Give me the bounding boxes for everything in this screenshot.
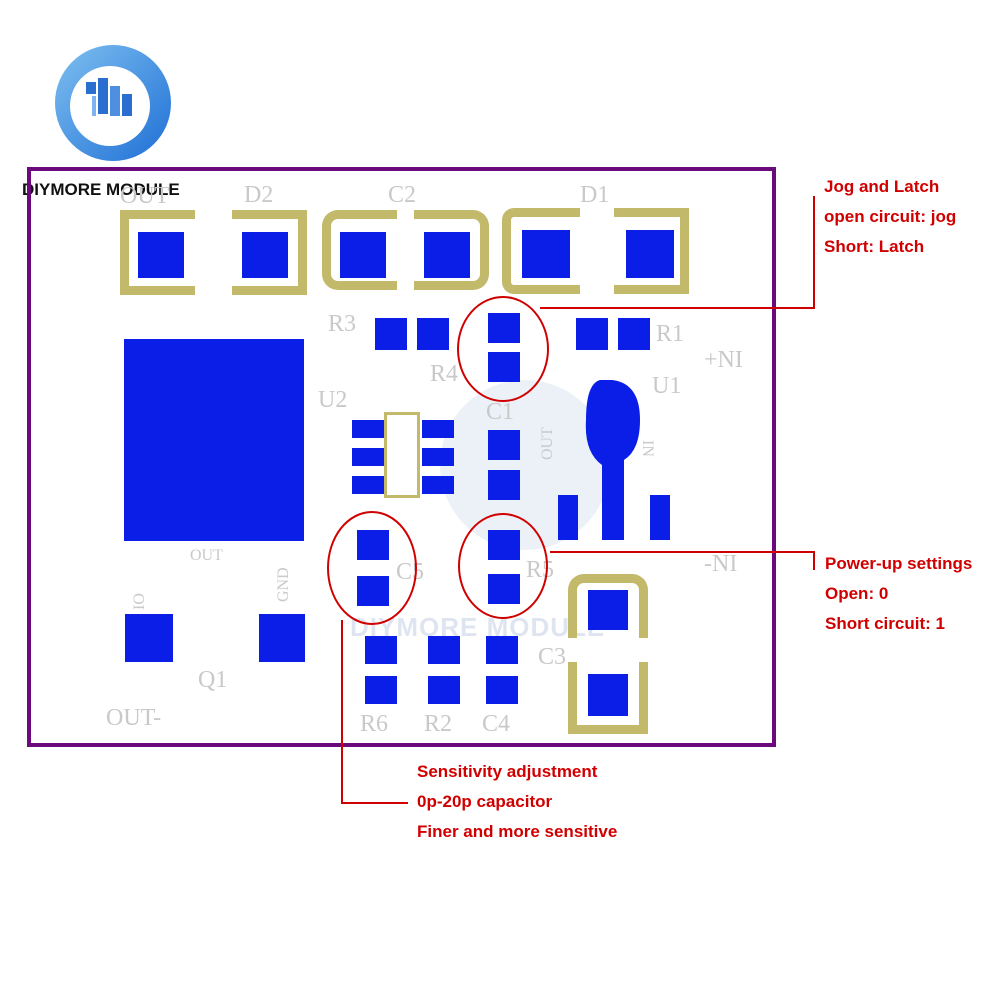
label-d2: D2 <box>244 182 274 208</box>
label-r2: R2 <box>424 711 453 737</box>
pad-r6-a <box>365 636 397 664</box>
label-in-plus: +NI <box>704 347 743 373</box>
pad-heatsink <box>124 339 304 541</box>
label-r3: R3 <box>328 311 357 337</box>
note-jog-latch-title: Jog and Latch <box>824 177 940 196</box>
pad-r5-b <box>488 574 520 604</box>
pad-r1-b <box>618 318 650 350</box>
pad-u2-l3 <box>352 476 384 494</box>
pad-u2-r1 <box>422 420 454 438</box>
note-jog-latch-open: open circuit: jog <box>824 207 957 226</box>
pad-c4-a <box>486 636 518 664</box>
pad-r5-a <box>488 530 520 560</box>
pad-r1-a <box>576 318 608 350</box>
note-power-up-short: Short circuit: 1 <box>825 614 945 633</box>
pad-c3-bottom <box>588 674 628 716</box>
pad-c5-b <box>357 576 389 606</box>
pad-frame-c2-left <box>322 210 397 290</box>
pad-c2-left <box>340 232 386 278</box>
pad-r6-b <box>365 676 397 704</box>
pad-r3-b <box>417 318 449 350</box>
pad-io <box>125 614 173 662</box>
label-c2: C2 <box>388 182 417 208</box>
label-c4: C4 <box>482 711 511 737</box>
highlight-circle-c5 <box>327 511 417 625</box>
pad-u1-right <box>650 495 670 540</box>
note-sensitivity-title: Sensitivity adjustment <box>417 762 598 781</box>
pad-c1-a <box>488 430 520 460</box>
u1-pad <box>585 380 640 540</box>
pad-u2-l2 <box>352 448 384 466</box>
label-c5: C5 <box>396 559 425 585</box>
pad-frame-d2 <box>232 210 307 295</box>
note-sensitivity-detail: Finer and more sensitive <box>417 822 618 841</box>
leader-line-jog-latch <box>540 196 815 309</box>
pad-r4-b <box>488 352 520 382</box>
pad-u2-r2 <box>422 448 454 466</box>
pad-gnd <box>259 614 305 662</box>
label-in-minus: -NI <box>704 551 738 577</box>
label-u1: U1 <box>652 373 682 399</box>
label-q1: Q1 <box>198 667 228 693</box>
note-jog-latch-short: Short: Latch <box>824 237 925 256</box>
label-u2: U2 <box>318 387 348 413</box>
note-jog-latch: Jog and Latch open circuit: jog Short: L… <box>824 172 956 262</box>
pad-c3-top <box>588 590 628 630</box>
note-power-up-title: Power-up settings <box>825 554 973 573</box>
note-sensitivity: Sensitivity adjustment 0p-20p capacitor … <box>417 757 617 847</box>
pad-frame-d1-left <box>502 208 580 294</box>
label-r1: R1 <box>656 321 685 347</box>
label-c3: C3 <box>538 644 567 670</box>
pad-r2-b <box>428 676 460 704</box>
note-power-up: Power-up settings Open: 0 Short circuit:… <box>825 549 972 639</box>
leader-line-sensitivity <box>341 620 408 804</box>
label-r4: R4 <box>430 361 459 387</box>
pad-frame-c2-right <box>414 210 489 290</box>
label-out-pad: OUT <box>190 547 223 564</box>
pad-d2 <box>242 232 288 278</box>
pad-out <box>138 232 184 278</box>
pad-c1-b <box>488 470 520 500</box>
highlight-circle-r5 <box>458 513 548 619</box>
pad-u2-l1 <box>352 420 384 438</box>
label-out-top: OUT <box>120 183 170 209</box>
label-c1: C1 <box>486 399 515 425</box>
pad-frame-c3-bottom <box>568 662 648 734</box>
pad-r3-a <box>375 318 407 350</box>
pad-frame-out-left <box>120 210 195 295</box>
pad-d1-left <box>522 230 570 278</box>
u2-outline <box>384 412 420 498</box>
pad-frame-c3-top <box>568 574 648 638</box>
pad-d1-right <box>626 230 674 278</box>
label-out-minus: OUT- <box>106 705 162 731</box>
label-r6: R6 <box>360 711 389 737</box>
pad-c4-b <box>486 676 518 704</box>
pad-r2-a <box>428 636 460 664</box>
pcb-board-outline <box>27 167 776 747</box>
note-power-up-open: Open: 0 <box>825 584 889 603</box>
brand-name: DIYMORE MODULE <box>22 180 180 199</box>
leader-line-power-up <box>550 551 815 570</box>
pad-u2-r3 <box>422 476 454 494</box>
pad-frame-d1-right <box>614 208 689 294</box>
pad-u1-left <box>558 495 578 540</box>
pad-c5-a <box>357 530 389 560</box>
brand-logo <box>55 45 171 161</box>
label-d1: D1 <box>580 182 610 208</box>
pad-r4-a <box>488 313 520 343</box>
note-sensitivity-range: 0p-20p capacitor <box>417 792 553 811</box>
label-r5: R5 <box>526 557 555 583</box>
pad-c2-right <box>424 232 470 278</box>
highlight-circle-r4 <box>457 296 549 402</box>
